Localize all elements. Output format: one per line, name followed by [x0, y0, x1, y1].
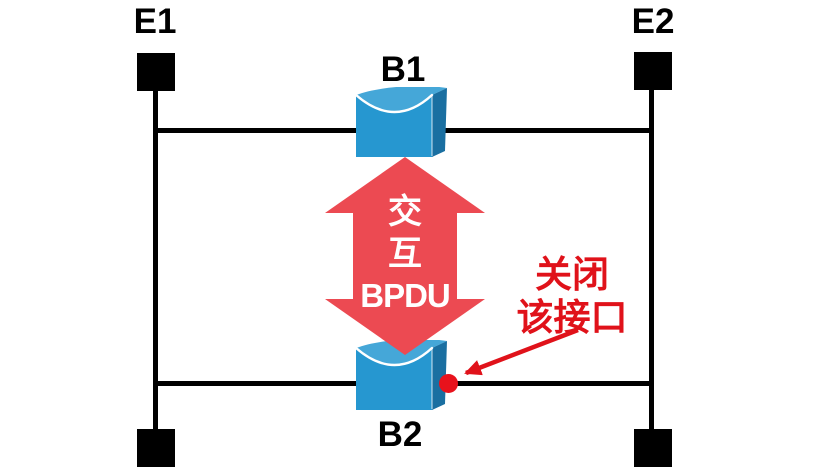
bpdu-text-line2: 互	[388, 235, 422, 273]
annotation-text: 关闭 该接口	[490, 253, 654, 339]
link-e1-vertical	[153, 88, 158, 432]
bpdu-exchange-arrow-icon	[325, 157, 485, 355]
endpoint-e1-node	[137, 53, 175, 91]
label-e2: E2	[631, 2, 675, 41]
blocked-port-dot	[439, 374, 458, 393]
annotation-arrow-icon	[464, 327, 579, 376]
bpdu-text-line1: 交	[388, 193, 422, 231]
bpdu-text-line3: BPDU	[360, 277, 451, 314]
endpoint-bottom-left-node	[137, 429, 175, 467]
annotation-line2: 该接口	[516, 297, 628, 338]
link-e2-vertical	[649, 88, 654, 432]
annotation-line1: 关闭	[535, 254, 609, 295]
label-b2: B2	[377, 415, 423, 454]
label-b1: B1	[380, 50, 426, 89]
label-e1: E1	[133, 2, 177, 41]
endpoint-bottom-right-node	[634, 429, 672, 467]
bridge-b1-icon	[354, 87, 449, 159]
bpdu-arrow-text: 交 互 BPDU	[325, 191, 485, 317]
endpoint-e2-node	[634, 52, 672, 90]
